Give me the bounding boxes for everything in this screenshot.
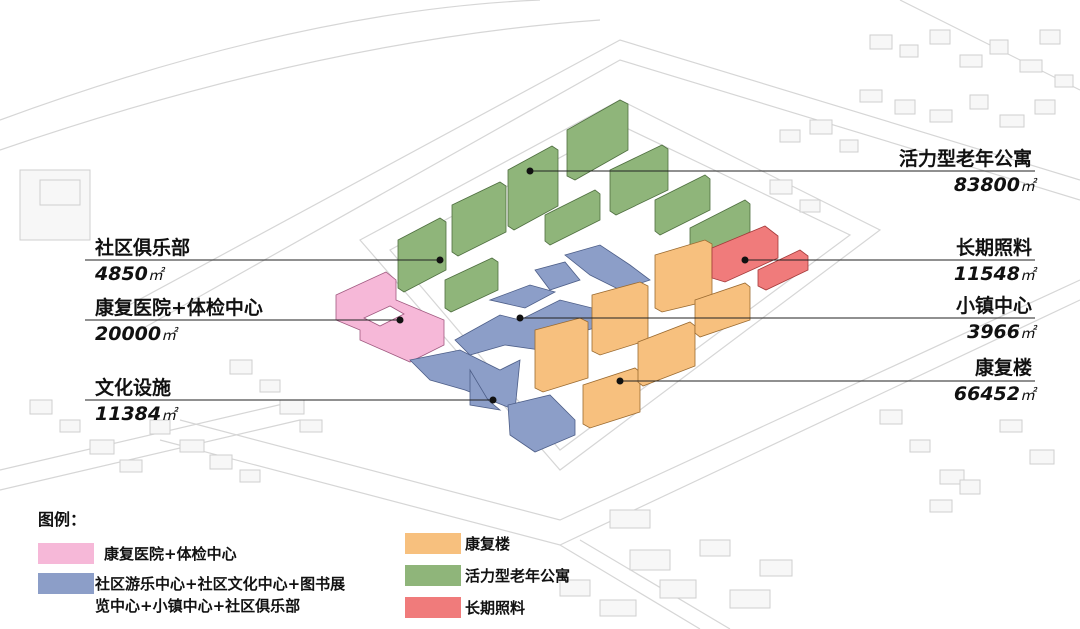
- leader-dots: [396, 167, 749, 404]
- hospital-area: 20000㎡: [95, 323, 177, 345]
- town-center-label: 小镇中心: [955, 295, 1032, 317]
- community-club-area: 4850㎡: [95, 263, 163, 285]
- community-club-label: 社区俱乐部: [95, 237, 191, 259]
- active-apartment-blocks: [397, 99, 751, 313]
- hospital-block: [335, 271, 445, 363]
- legend-swatch-hospital: [38, 543, 94, 564]
- town-center-area: 3966㎡: [967, 321, 1035, 343]
- rehab-building-blocks: [534, 239, 751, 429]
- long-term-care-area: 11548㎡: [953, 263, 1035, 285]
- hospital-label: 康复医院+体检中心: [95, 297, 263, 319]
- long-term-care-label: 长期照料: [955, 237, 1032, 259]
- legend-label-community-line2: 览中心+小镇中心+社区俱乐部: [95, 597, 301, 615]
- legend-swatch-apartment: [405, 565, 461, 586]
- rehab-building-label: 康复楼: [974, 357, 1032, 379]
- legend-label-apartment: 活力型老年公寓: [465, 567, 571, 585]
- legend-swatch-rehab: [405, 533, 461, 554]
- culture-label: 文化设施: [95, 377, 172, 399]
- active-apartment-area: 83800㎡: [953, 174, 1035, 196]
- legend-label-community-line1: 社区游乐中心+社区文化中心+图书展: [95, 575, 346, 593]
- legend-swatch-care: [405, 597, 461, 618]
- legend-title: 图例：: [38, 510, 87, 529]
- legend-label-rehab: 康复楼: [465, 535, 511, 553]
- legend-label-care: 长期照料: [465, 599, 526, 617]
- legend-label-hospital: 康复医院+体检中心: [104, 545, 237, 563]
- active-apartment-label: 活力型老年公寓: [898, 148, 1032, 170]
- legend-swatch-community: [38, 573, 94, 594]
- leader-lines: [85, 170, 1035, 401]
- context-buildings: [19, 29, 1074, 617]
- rehab-building-area: 66452㎡: [953, 383, 1035, 405]
- culture-area: 11384㎡: [95, 403, 177, 425]
